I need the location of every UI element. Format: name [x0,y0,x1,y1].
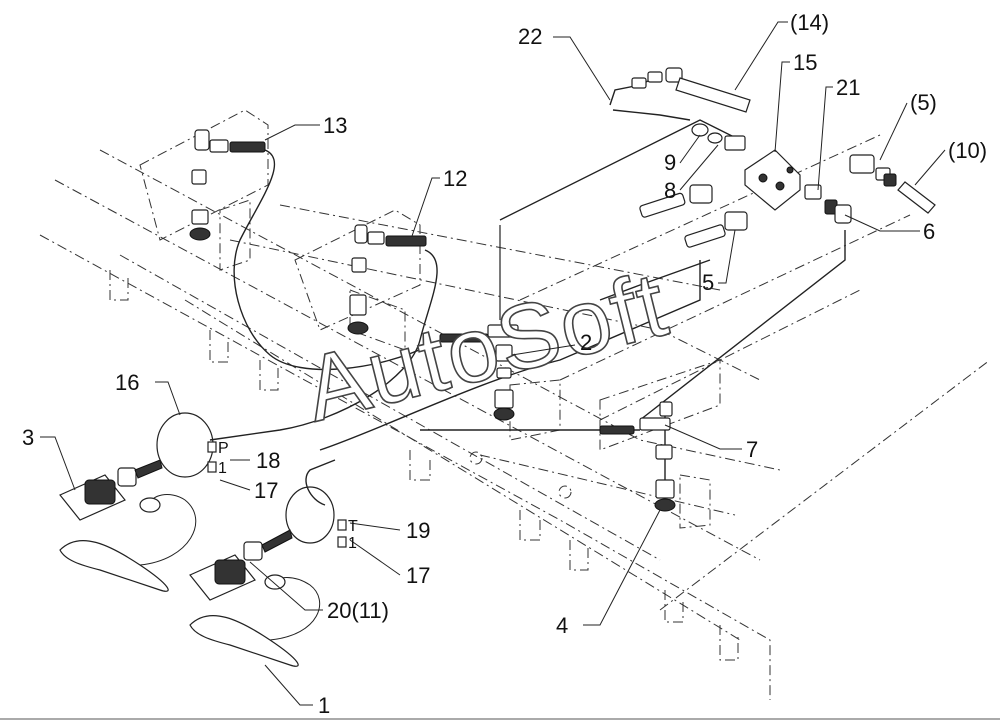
callout-13: 13 [323,113,347,138]
callout-5-paren: (5) [910,90,937,115]
callout-16: 16 [115,370,139,395]
callout-22: 22 [518,24,542,49]
tag-t: T [348,518,358,535]
tag-p: P [218,440,229,457]
callout-14: (14) [790,10,829,35]
callout-9: 9 [664,150,676,175]
callout-20-11: 20(11) [327,598,389,623]
tag-1-a: 1 [218,460,227,477]
callout-21: 21 [836,75,860,100]
watermark-text: AutoSoft [295,253,678,441]
leader-lines [40,21,946,706]
callout-4: 4 [556,613,568,638]
parts [59,67,936,667]
callout-10: (10) [948,138,987,163]
callout-8: 8 [664,178,676,203]
tag-letters: P 1 T 1 [218,440,358,552]
callout-19: 19 [406,518,430,543]
callout-3: 3 [22,425,34,450]
callout-15: 15 [793,50,817,75]
callout-2: 2 [580,330,592,355]
callout-labels: 13 12 22 (14) 15 21 (5) (10) 6 9 8 5 2 7… [22,10,987,718]
callout-12: 12 [443,166,467,191]
tag-1-b: 1 [348,535,357,552]
callout-7: 7 [746,437,758,462]
callout-5: 5 [702,270,714,295]
callout-18: 18 [256,448,280,473]
callout-17-a: 17 [254,478,278,503]
callout-1: 1 [318,693,330,718]
frame-outline [39,109,991,700]
callout-17-b: 17 [406,563,430,588]
callout-6: 6 [923,219,935,244]
